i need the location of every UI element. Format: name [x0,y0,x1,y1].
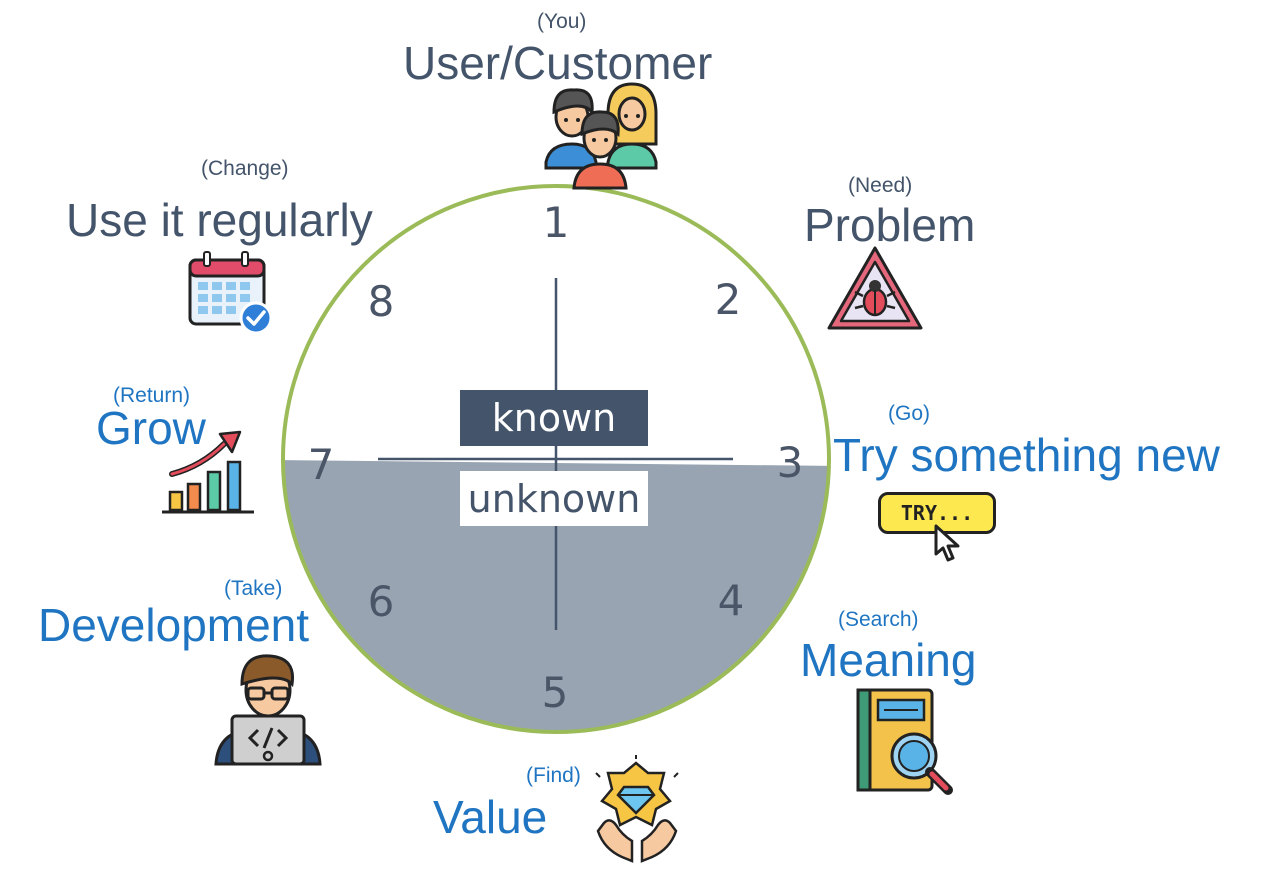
growth-chart-icon [162,430,254,514]
calendar-check-icon [188,251,273,335]
clock-number-2: 2 [714,275,742,324]
stage-3-sub: (Go) [888,402,930,425]
stage-8-sub: (Change) [201,157,289,180]
clock-number-6: 6 [367,577,395,626]
warning-bug-icon [827,246,923,330]
book-search-icon [856,688,953,795]
stage-6-sub: (Take) [224,577,283,600]
stage-8-title: Use it regularly [66,194,373,246]
clock-number-5: 5 [541,668,569,717]
try-button-icon: TRY... [878,492,1000,564]
clock-outline [281,184,831,734]
clock-number-7: 7 [307,440,335,489]
stage-7-sub: (Return) [113,384,191,407]
clock-number-4: 4 [717,576,745,625]
clock-number-1: 1 [542,198,570,247]
stage-1-sub: (You) [537,10,587,33]
clock-number-3: 3 [776,438,804,487]
stage-2-sub: (Need) [848,174,913,197]
stage-7-title: Grow [96,402,206,454]
stage-5-sub: (Find) [526,764,581,787]
stage-4-sub: (Search) [838,608,919,631]
diamond-hands-icon [595,755,679,863]
unknown-label: unknown [460,471,648,526]
stage-5-title: Value [433,791,548,843]
stage-2-title: Problem [804,199,976,251]
known-label: known [460,390,648,446]
developer-laptop-icon [214,654,322,766]
stage-4-title: Meaning [800,634,977,686]
stage-6-title: Development [38,599,310,651]
user-group-icon [544,82,658,190]
stage-1-title: User/Customer [403,37,713,89]
clock-number-8: 8 [367,277,395,326]
stage-3-title: Try something new [833,429,1220,481]
